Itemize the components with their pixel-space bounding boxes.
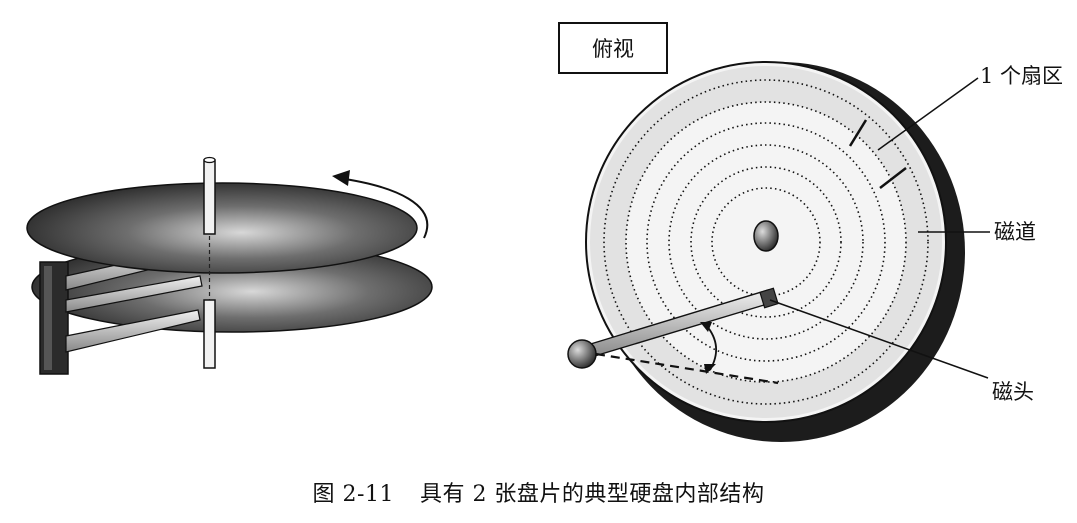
tracks (603, 79, 929, 405)
read-write-head (759, 287, 779, 309)
track (625, 101, 907, 383)
sector-label: 1 个扇区 (980, 64, 1064, 88)
top-view-label: 俯视 (558, 22, 668, 74)
figure-caption: 图 2-11 具有 2 张盘片的典型硬盘内部结构 (0, 476, 1077, 508)
track (690, 166, 842, 318)
spindle-top (203, 159, 216, 235)
spindle-hub (753, 220, 779, 252)
track (668, 144, 864, 340)
rotation-arrow (337, 177, 429, 239)
side-view (26, 156, 433, 375)
hard-disk-illustration (26, 61, 990, 442)
spindle-lower (203, 299, 216, 369)
upper-platter (26, 182, 418, 274)
lower-arm (65, 309, 201, 353)
figure-number: 图 2-11 (312, 482, 394, 507)
head-pivot (567, 339, 597, 369)
sector-leader (877, 77, 979, 151)
track (603, 79, 929, 405)
figure-title: 具有 2 张盘片的典型硬盘内部结构 (419, 482, 765, 507)
track (646, 122, 886, 362)
head-label: 磁头 (992, 380, 1034, 404)
sector-boundary (879, 167, 907, 189)
sector-boundary (848, 119, 868, 147)
swing-reference-line (595, 352, 779, 385)
middle-arm (65, 275, 203, 313)
head-leader (769, 299, 989, 379)
track-label: 磁道 (994, 220, 1036, 244)
top-view (567, 61, 990, 442)
